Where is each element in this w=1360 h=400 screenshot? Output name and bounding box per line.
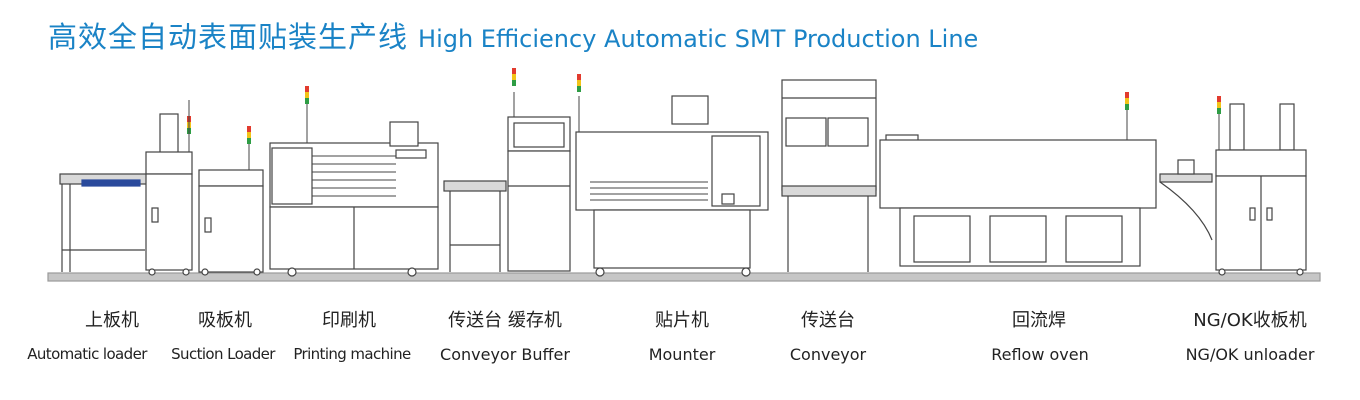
machine-suction-loader <box>198 126 264 276</box>
label-en-automatic-loader: Automatic loader <box>27 345 147 363</box>
machine-automatic-loader <box>59 100 193 276</box>
label-cn-conveyor: 传送台 <box>801 310 855 331</box>
machine-reflow-oven <box>879 92 1157 267</box>
label-cn-suction-loader: 吸板机 <box>198 310 252 331</box>
machine-conveyor <box>781 79 877 272</box>
label-en-reflow-oven: Reflow oven <box>991 345 1089 364</box>
label-en-ng-ok-unloader: NG/OK unloader <box>1185 345 1315 364</box>
floor-strip <box>47 272 1321 282</box>
label-en-printing-machine: Printing machine <box>293 345 411 363</box>
label-en-mounter: Mounter <box>648 345 716 364</box>
label-cn-mounter: 贴片机 <box>655 310 709 331</box>
title-english: High Efficiency Automatic SMT Production… <box>418 25 979 53</box>
label-cn-ng-ok-unloader: NG/OK收板机 <box>1193 310 1307 331</box>
machine-conveyor-buffer <box>443 68 581 272</box>
label-cn-conveyor-buffer: 传送台 缓存机 <box>448 310 562 331</box>
label-en-conveyor: Conveyor <box>789 345 867 364</box>
label-cn-reflow-oven: 回流焊 <box>1012 310 1066 331</box>
label-cn-automatic-loader: 上板机 <box>85 310 139 331</box>
label-cn-printing-machine: 印刷机 <box>322 310 376 331</box>
machine-ng-ok-unloader <box>1159 96 1307 276</box>
page-title: 高效全自动表面贴装生产线 High Efficiency Automatic SM… <box>48 14 978 56</box>
machine-printing <box>269 86 439 277</box>
title-chinese: 高效全自动表面贴装生产线 <box>48 20 409 54</box>
label-en-suction-loader: Suction Loader <box>171 345 275 363</box>
machine-mounter <box>575 95 769 277</box>
smt-line-illustration <box>47 68 1321 282</box>
label-en-conveyor-buffer: Conveyor Buffer <box>440 345 570 364</box>
